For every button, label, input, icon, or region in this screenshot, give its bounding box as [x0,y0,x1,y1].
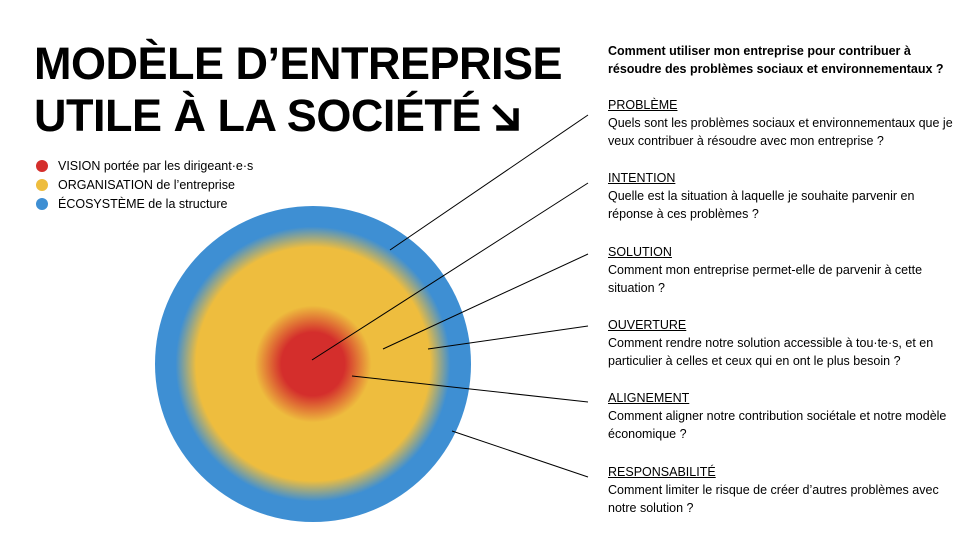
legend-label-organisation: ORGANISATION de l’entreprise [58,178,235,192]
connector-ouverture [427,325,589,350]
section-text-probleme: Quels sont les problèmes sociaux et envi… [608,116,953,148]
questions-panel: Comment utiliser mon entreprise pour con… [608,42,958,515]
section-text-ouverture: Comment rendre notre solution accessible… [608,336,934,368]
legend-item-ecosysteme: ÉCOSYSTÈME de la structure [36,194,253,213]
section-heading-alignement: ALIGNEMENT [608,391,690,405]
title-line-1: MODÈLE D’ENTREPRISE [34,38,563,89]
page-title: MODÈLE D’ENTREPRISE UTILE À LA SOCIÉTÉ [34,38,563,142]
legend-label-ecosysteme: ÉCOSYSTÈME de la structure [58,197,228,211]
connector-solution [382,253,589,350]
legend-key-organisation: ORGANISATION [58,177,153,192]
section-ouverture: OUVERTURE Comment rendre notre solution … [608,316,958,370]
legend-text-ecosysteme: de la structure [144,196,228,211]
connector-alignement [351,375,589,403]
section-intention: INTENTION Quelle est la situation à laqu… [608,169,958,223]
legend-item-organisation: ORGANISATION de l’entreprise [36,175,253,194]
section-text-intention: Quelle est la situation à laquelle je so… [608,189,915,221]
section-responsabilite: RESPONSABILITÉ Comment limiter le risque… [608,463,958,517]
legend-dot-ecosysteme [36,197,48,210]
intro-question: Comment utiliser mon entreprise pour con… [608,44,944,76]
legend-dot-vision [36,159,48,172]
legend-key-vision: VISION [58,158,101,173]
arrow-down-right-icon [491,104,519,131]
section-heading-ouverture: OUVERTURE [608,318,687,332]
section-text-alignement: Comment aligner notre contribution socié… [608,409,947,441]
connector-intention [311,182,589,361]
section-text-solution: Comment mon entreprise permet-elle de pa… [608,263,923,295]
title-line-2-text: UTILE À LA SOCIÉTÉ [34,90,481,141]
connector-responsabilite [451,430,589,478]
circle-ecosysteme-organisation-vision [155,206,471,522]
title-line-2: UTILE À LA SOCIÉTÉ [34,90,562,142]
legend: VISION portée par les dirigeant·e·s ORGA… [36,156,253,213]
section-solution: SOLUTION Comment mon entreprise permet-e… [608,243,958,297]
legend-dot-organisation [36,178,48,191]
legend-text-organisation: de l’entreprise [152,177,235,192]
section-text-responsabilite: Comment limiter le risque de créer d’aut… [608,483,939,515]
section-probleme: PROBLÈME Quels sont les problèmes sociau… [608,96,958,150]
section-heading-responsabilite: RESPONSABILITÉ [608,465,716,479]
section-heading-intention: INTENTION [608,171,676,185]
legend-item-vision: VISION portée par les dirigeant·e·s [36,156,253,175]
section-heading-probleme: PROBLÈME [608,98,678,112]
legend-text-vision: portée par les dirigeant·e·s [100,158,254,173]
legend-key-ecosysteme: ÉCOSYSTÈME [58,196,145,211]
section-alignement: ALIGNEMENT Comment aligner notre contrib… [608,389,958,443]
legend-label-vision: VISION portée par les dirigeant·e·s [58,159,253,173]
section-heading-solution: SOLUTION [608,245,672,259]
